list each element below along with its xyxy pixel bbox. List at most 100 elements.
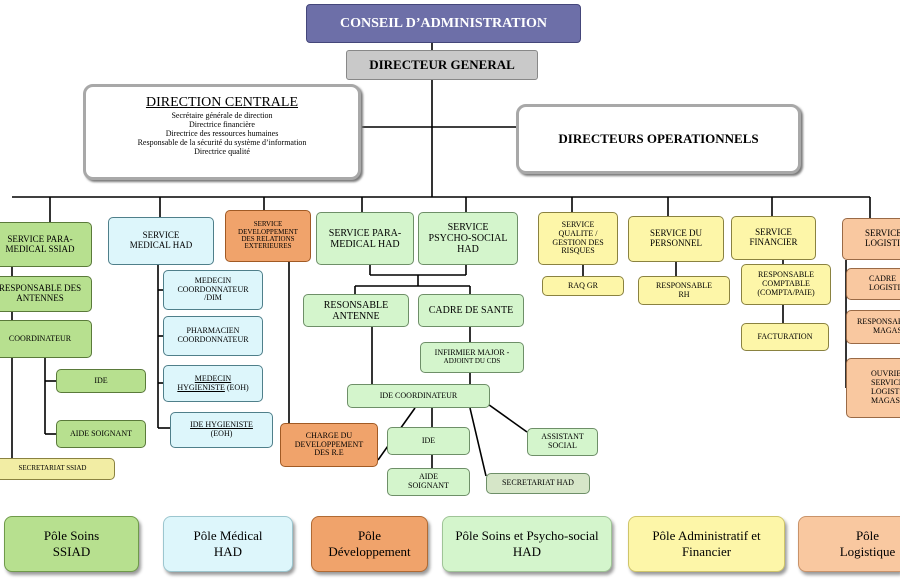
medecin-coordonnateur-box: MEDECIN COORDONNATEUR /DIM [163,270,263,310]
assistant-social-box: ASSISTANT SOCIAL [527,428,598,456]
service-financier-line-2: FINANCIER [749,237,798,247]
direction-centrale-box: DIRECTION CENTRALE Secrétaire générale d… [83,84,361,180]
medecin-hygieniste-line-2: HYGIENISTE [177,382,225,392]
raq-gr-box: RAQ GR [542,276,624,296]
service-medical-had-line-1: SERVICE [142,230,180,241]
charge-developpement-line-2: DEVELOPPEMENT [294,439,364,449]
aide-soignant-had-box: AIDE SOIGNANT [387,468,470,496]
service-psycho-social-had-line-3: HAD [457,244,479,255]
service-developpement-line-4: EXTERIEURES [244,242,292,251]
ide-hygieniste-line-2: (EOH) [210,429,233,438]
responsable-antenne-had-line-2: ANTENNE [332,310,380,322]
pole-administratif-financier-line-1: Pôle Administratif et [652,527,761,543]
directeurs-operationnels-box: DIRECTEURS OPERATIONNELS [516,104,801,174]
direction-centrale-title: DIRECTION CENTRALE [145,95,299,110]
responsable-antennes-box: RESPONSABLE DES ANTENNES [0,276,92,312]
pole-soins-ssiad-line-2: SSIAD [52,544,91,559]
service-qualite-box: SERVICE QUALITE / GESTION DES RISQUES [538,212,618,265]
direction-centrale-line-5: Directrice qualité [194,146,250,156]
responsable-magasin-line-2: MAGASIN [873,326,900,335]
raq-gr-label: RAQ GR [567,280,598,290]
charge-developpement-line-1: CHARGE DU [305,430,353,440]
cadre-logistique-line-2: LOGISTIQUE [869,283,900,292]
directeur-general-label: DIRECTEUR GENERAL [369,56,515,72]
medecin-coordonnateur-line-1: MEDECIN [194,275,232,285]
service-para-medical-had-line-2: MEDICAL HAD [330,238,400,250]
responsable-rh-line-2: RH [678,289,690,299]
service-qualite-line-4: RISQUES [561,246,595,256]
pole-logistique-line-2: Logistique [839,544,896,559]
charge-developpement-line-3: DES R.E [314,448,344,458]
responsable-comptable-line-1: RESPONSABLE [757,270,814,280]
direction-centrale-line-3: Directrice des ressources humaines [165,128,279,138]
conseil-administration-label: CONSEIL D’ADMINISTRATION [339,15,548,31]
service-psycho-social-had-line-2: PSYCHO-SOCIAL [428,233,508,244]
secretariat-ssiad-box: SECRETARIAT SSIAD [0,458,115,480]
cadre-logistique-line-1: CADRE [869,274,897,284]
responsable-rh-box: RESPONSABLE RH [638,276,730,305]
ide-had-label: IDE [421,435,436,445]
direction-centrale-line-4: Responsable de la sécurité du système d’… [137,137,307,147]
assistant-social-line-2: SOCIAL [548,441,577,450]
ide-ssiad-label: IDE [94,375,108,385]
ide-ssiad-box: IDE [56,369,146,393]
pole-soins-psycho-social-had-line-1: Pôle Soins et Psycho-social [455,527,599,543]
ouvrier-logistique-line-4: MAGASIN [871,395,900,405]
service-psycho-social-had-line-1: SERVICE [447,222,489,233]
infirmier-major-line-2: ADJOINT DU CDS [443,357,501,366]
medecin-hygieniste-box: MEDECIN HYGIENISTE (EOH) [163,365,263,402]
responsable-antenne-had-line-1: RESONSABLE [323,299,389,311]
service-para-medical-had-box: SERVICE PARA- MEDICAL HAD [316,212,414,265]
pole-medical-had-line-2: HAD [213,544,243,559]
medecin-coordonnateur-line-3: /DIM [204,293,222,303]
ide-coordinateur-had-label: IDE COORDINATEUR [379,390,458,400]
responsable-rh-line-1: RESPONSABLE [655,280,712,290]
service-developpement-box: SERVICE DEVELOPPEMENT DES RELATIONS EXTE… [225,210,311,262]
service-psycho-social-had-box: SERVICE PSYCHO-SOCIAL HAD [418,212,518,265]
ide-had-box: IDE [387,427,470,455]
service-logistique-box: SERVICE LOGISTIQUE [842,218,900,260]
directeurs-operationnels-label: DIRECTEURS OPERATIONNELS [558,130,759,146]
ide-hygieniste-line-1: IDE HYGIENISTE [190,420,253,430]
aide-soignant-had-line-1: AIDE [418,472,439,482]
direction-centrale-line-1: Secrétaire générale de direction [171,111,273,121]
service-medical-had-box: SERVICE MEDICAL HAD [108,217,214,265]
service-qualite-line-1: SERVICE [561,219,595,229]
facturation-box: FACTURATION [741,323,829,351]
assistant-social-line-1: ASSISTANT [541,432,584,442]
cadre-de-sante-label: CADRE DE SANTE [428,305,514,316]
pole-medical-had-line-1: Pôle Médical [193,527,263,543]
pole-soins-psycho-social-had: Pôle Soins et Psycho-social HAD [442,516,612,572]
service-para-medical-ssiad-box: SERVICE PARA- MEDICAL SSIAD [0,222,92,267]
secretariat-had-box: SECRETARIAT HAD [486,473,590,494]
service-developpement-line-1: SERVICE [253,220,283,229]
pole-developpement-line-2: Développement [328,544,411,559]
service-medical-had-line-2: MEDICAL HAD [129,240,193,250]
secretariat-ssiad-label: SECRETARIAT SSIAD [18,464,87,473]
responsable-magasin-line-1: RESPONSABLE [857,317,900,327]
aide-soignant-had-line-2: SOIGNANT [408,481,449,490]
pharmacien-coordonnateur-box: PHARMACIEN COORDONNATEUR [163,316,263,356]
pharmacien-coordonnateur-line-1: PHARMACIEN [186,326,240,336]
medecin-coordonnateur-line-2: COORDONNATEUR [177,284,249,294]
secretariat-had-label: SECRETARIAT HAD [502,478,574,488]
pharmacien-coordonnateur-line-2: COORDONNATEUR [177,335,249,344]
service-para-medical-ssiad-line-2: MEDICAL SSIAD [5,243,75,254]
aide-soignant-ssiad-label: AIDE SOIGNANT [70,428,132,438]
conseil-administration-box: CONSEIL D’ADMINISTRATION [306,4,581,43]
service-logistique-line-2: LOGISTIQUE [865,238,900,248]
infirmier-major-box: INFIRMIER MAJOR - ADJOINT DU CDS [420,342,524,373]
cadre-de-sante-box: CADRE DE SANTE [418,294,524,327]
responsable-comptable-line-2: COMPTABLE [762,279,810,289]
service-para-medical-ssiad-line-1: SERVICE PARA- [7,233,73,244]
infirmier-major-line-1: INFIRMIER MAJOR - [434,348,510,358]
pole-soins-ssiad-line-1: Pôle Soins [43,527,100,543]
directeur-general-box: DIRECTEUR GENERAL [346,50,538,80]
direction-centrale-line-2: Directrice financière [189,120,255,130]
service-para-medical-had-line-1: SERVICE PARA- [328,227,402,239]
service-logistique-line-1: SERVICE [865,228,900,239]
pole-soins-psycho-social-had-line-2: HAD [512,544,542,559]
responsable-comptable-line-3: (COMPTA/PAIE) [757,287,815,297]
responsable-antenne-had-box: RESONSABLE ANTENNE [303,294,409,327]
